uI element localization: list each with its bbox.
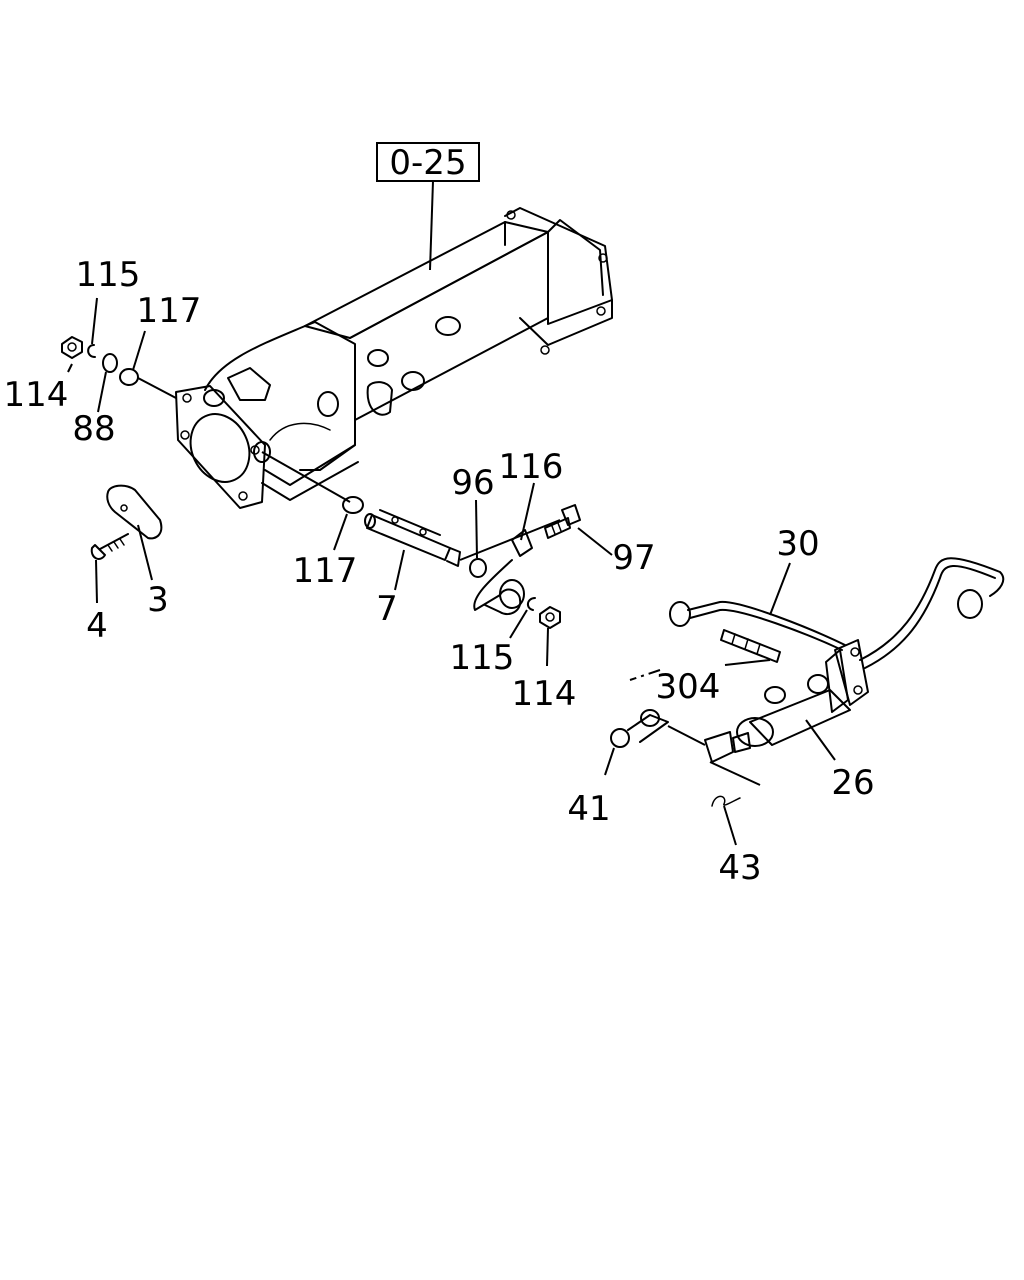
callout-labels: 115 117 114 88 96 116 97 117 3 4 7 115 1… <box>4 255 875 888</box>
seal-117-lower <box>342 496 364 514</box>
shaft-assembly-line <box>261 451 351 503</box>
washer-96 <box>469 558 487 578</box>
nut-114-lower <box>539 606 561 629</box>
callout-26: 26 <box>831 763 874 803</box>
callout-96: 96 <box>451 463 494 503</box>
callout-114-lower: 114 <box>512 674 577 714</box>
callout-30: 30 <box>776 524 819 564</box>
pipe-30-dash <box>629 669 661 681</box>
callout-117-top: 117 <box>137 291 202 331</box>
callout-304: 304 <box>656 667 721 707</box>
leader-front-flange <box>137 377 177 399</box>
callout-4: 4 <box>86 606 108 646</box>
screw-4 <box>90 533 129 560</box>
clevis-assembly-line <box>667 725 706 746</box>
clip-43-assembly-line <box>709 761 761 786</box>
clevis-41 <box>610 709 669 748</box>
callout-116: 116 <box>499 447 564 487</box>
reference-box[interactable] <box>376 142 480 182</box>
callout-88: 88 <box>72 409 115 449</box>
callout-7: 7 <box>376 589 398 629</box>
callout-117-lower: 117 <box>293 551 358 591</box>
reference-leader <box>429 180 434 271</box>
reference-box-group[interactable]: 0-25 <box>376 142 480 183</box>
callout-3: 3 <box>147 580 169 620</box>
callout-43: 43 <box>718 848 761 888</box>
seal-117-top <box>119 368 139 386</box>
callout-115-lower: 115 <box>450 638 515 678</box>
main-housing <box>175 207 613 509</box>
washer-88 <box>102 353 118 373</box>
clip-115-top <box>87 344 96 358</box>
callout-97: 97 <box>612 538 655 578</box>
master-cylinder-26 <box>704 639 869 763</box>
clip-43 <box>711 795 741 807</box>
callout-115-top: 115 <box>76 255 141 295</box>
pipe-30 <box>669 557 1005 669</box>
cover-plate-3 <box>106 484 163 540</box>
callout-114-top: 114 <box>4 375 69 415</box>
bolt-97 <box>544 504 581 539</box>
lever-116 <box>473 529 533 616</box>
clip-115-lower <box>527 597 536 611</box>
callout-leaders <box>67 297 836 846</box>
nut-114-top <box>61 336 83 359</box>
callout-41: 41 <box>567 789 610 829</box>
shaft-7-assembly-line <box>459 519 561 561</box>
reference-box-label[interactable]: 0-25 <box>389 143 466 183</box>
stud-304 <box>720 629 781 663</box>
shaft-7 <box>364 509 461 567</box>
